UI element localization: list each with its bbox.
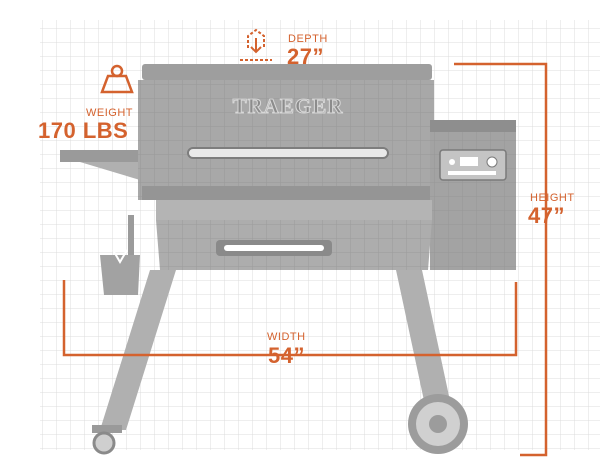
depth-arrow-icon — [240, 28, 272, 61]
weight-icon — [100, 64, 134, 94]
caster-wheel — [92, 425, 122, 455]
pellet-hopper — [430, 120, 516, 270]
controller-panel — [439, 149, 507, 181]
grease-bucket — [100, 215, 140, 295]
depth-value: 27” — [287, 44, 324, 69]
large-wheel — [408, 394, 468, 454]
depth-label: DEPTH — [288, 33, 328, 45]
grill-lid — [138, 64, 434, 200]
brand-logo: TRAEGER — [232, 94, 344, 119]
grill-base — [156, 200, 432, 270]
lid-handle — [187, 147, 389, 159]
side-shelf — [60, 150, 140, 180]
width-value: 54” — [268, 343, 305, 368]
height-label: HEIGHT — [530, 192, 575, 204]
width-label: WIDTH — [267, 331, 306, 343]
height-value: 47” — [528, 203, 565, 228]
weight-label: WEIGHT — [86, 107, 133, 119]
height-bracket — [454, 62, 548, 457]
weight-value: 170 LBS — [38, 118, 129, 143]
front-handle — [216, 240, 332, 256]
width-bracket — [62, 280, 518, 357]
grill-legs — [100, 270, 452, 430]
